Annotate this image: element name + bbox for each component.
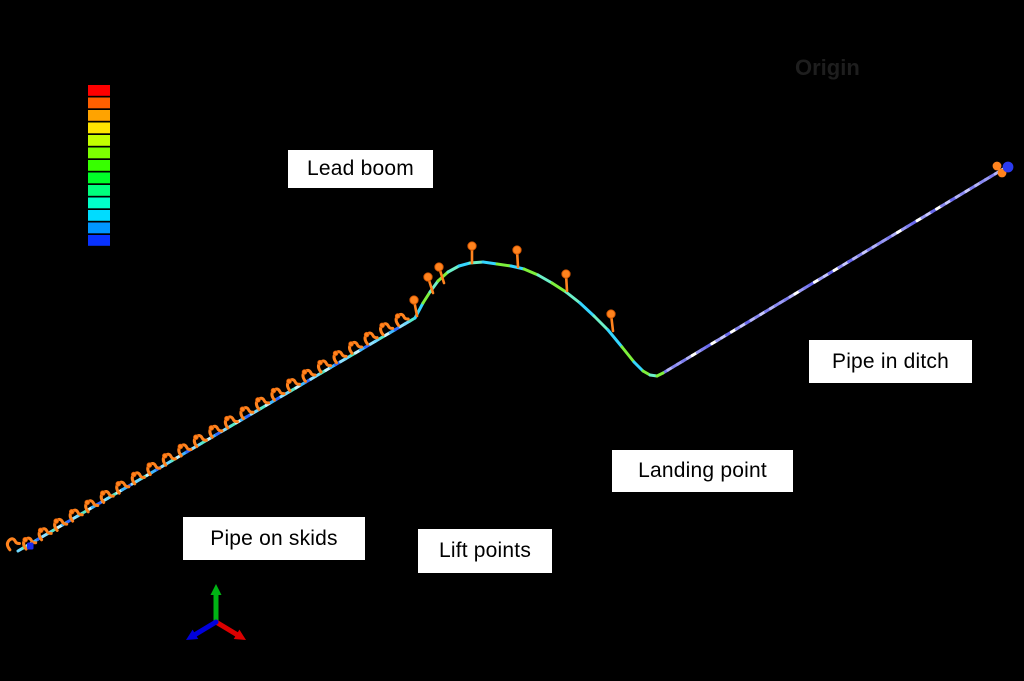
legend-band [88,97,110,109]
pipe-lifted-section [495,262,513,268]
pipe-lifted-section [592,314,610,332]
legend-band [88,147,110,159]
legend-band [88,210,110,221]
skid-support-icon [394,312,410,327]
skid-support-icon [348,340,364,355]
skid-support-icon [317,359,333,374]
skid-support-icon [363,331,379,346]
skid-support-icon [37,527,53,542]
legend-band [88,172,110,184]
pipe-string [16,166,1007,553]
pipe-lifted-section [578,301,596,318]
legend-band [88,110,110,121]
axis-arrow-y-up [210,584,222,625]
skid-support-icon [285,378,302,393]
lift-point-icon [423,272,435,295]
pipe-lifted-section [606,328,624,349]
annotation-landing-point: Landing point [612,450,793,492]
pipe-lifted-section [564,290,582,305]
legend-band [88,135,110,146]
skid-support-icon [130,471,146,486]
pipe-lifted-section [421,290,432,305]
skid-support-icon [53,517,69,532]
skid-support-icon [99,489,115,504]
pipe-lifted-section [481,260,499,266]
legend-band [88,197,110,209]
annotation-lead-boom: Lead boom [288,150,433,188]
pipe-lifted-section [446,264,461,274]
skid-support-icon [68,508,84,523]
lift-point-icon [434,262,446,285]
lift-point-icon [467,241,477,265]
annotation-pipe-on-skids: Pipe on skids [183,517,365,560]
skid-support-icon [379,322,395,337]
pipe-end-marker-left [5,537,21,552]
axis-arrow-x-lower-right [213,619,246,640]
skid-support-icon [84,499,100,514]
pipe-end-node-right [1002,161,1014,173]
skid-support-icon [332,350,348,365]
skid-support-icon [161,452,177,467]
lift-point-icon [409,295,419,318]
pipe-end-marker-right [992,161,1002,171]
lift-point-icon [512,245,522,269]
skid-support-icon [270,387,286,402]
pipe-lifted-section [457,261,472,268]
legend-band [88,160,110,171]
legend-band [88,222,110,234]
annotation-pipe-in-ditch: Pipe in ditch [809,340,972,383]
skid-support-icon [223,415,239,430]
pipe-lifted-section [536,273,554,285]
origin-label: Origin [795,55,860,80]
skid-support-icon [301,368,317,383]
skid-support-icon [254,396,270,411]
legend-band [88,85,110,96]
legend-band [88,122,110,134]
legend-band [88,185,110,196]
pipe-lifted-section [550,281,568,294]
annotation-lift-points: Lift points [418,529,552,573]
pipe-end-node-left [27,542,34,550]
legend-band [88,235,110,246]
pipe-lifted-section [632,360,645,373]
skid-support-icon [115,480,131,495]
pipe-lifted-section [655,371,665,378]
skid-support-icon [146,462,162,477]
skid-support-icon [208,424,224,439]
orientation-triad [186,584,246,640]
skid-support-icon [177,443,193,458]
skid-supports [22,312,410,551]
axis-arrow-z-lower-left [186,619,219,640]
lift-point-icon [561,269,571,293]
color-legend [88,85,110,246]
skid-support-icon [22,536,38,551]
skid-support-icon [192,434,208,449]
pipe-lifted-section [620,345,636,364]
skid-support-icon [239,406,255,421]
pipe-lifted-section [522,267,540,277]
lift-point-markers [409,241,616,333]
pipe-end-markers [5,161,1014,552]
lift-point-icon [606,309,616,333]
